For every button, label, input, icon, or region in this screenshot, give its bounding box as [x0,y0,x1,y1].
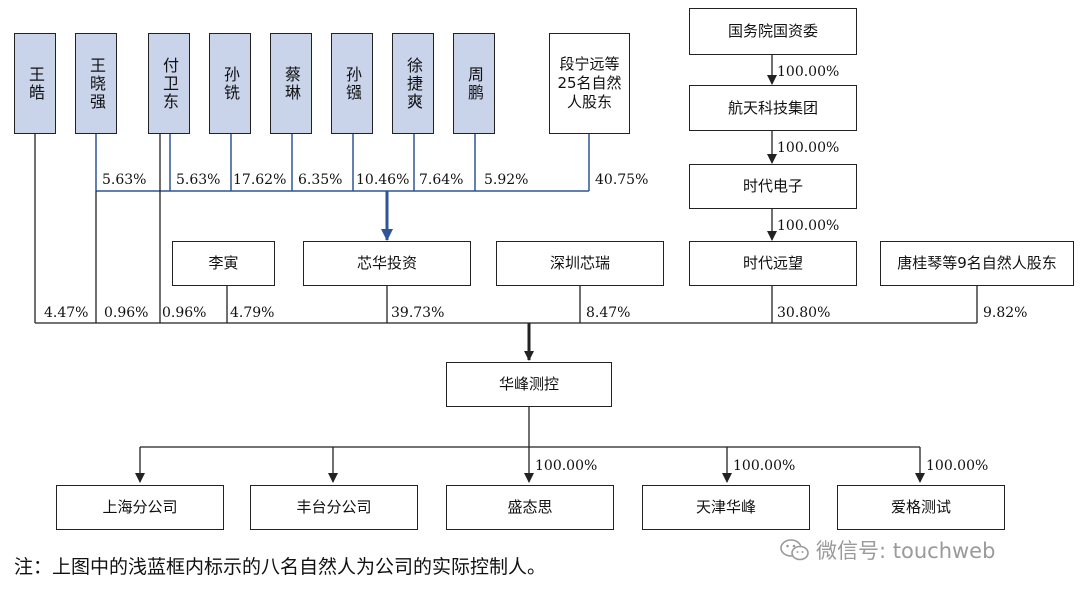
watermark: 微信号: touchweb [780,535,995,565]
person-box-sun-qiang: 孙镪 [331,33,373,134]
xinhua-pct: 5.63% [102,172,147,188]
times-electronics-box: 时代电子 [689,164,857,209]
subsidiary-label: 上海分公司 [102,498,178,517]
person-name: 付卫东 [160,56,179,111]
huafeng-company-label: 华峰测控 [498,375,559,394]
wechat-icon [780,538,810,562]
person-box-wang-hao: 王皓 [14,33,56,134]
subsidiary-aige-box: 爱格测试 [837,485,1005,530]
natural-holders-label: 段宁远等25名自然人股东 [557,55,622,111]
huafeng-pct-li-yin: 4.79% [230,305,275,321]
huafeng-pct-wang-hao: 4.47% [44,305,89,321]
aerospace-group-box: 航天科技集团 [689,85,857,131]
xinhua-shareholding-lines [95,134,590,192]
tang-holders-box: 唐桂琴等9名自然人股东 [880,241,1074,286]
shenzhen-xinrui-label: 深圳芯瑞 [549,254,610,273]
subsidiary-label: 天津华峰 [695,498,756,517]
huafeng-pct-wang-xiaoqiang: 0.96% [104,305,149,321]
person-name: 王皓 [26,65,45,102]
xinhua-pct: 7.64% [419,172,464,188]
person-box-cai-lin: 蔡琳 [270,33,312,134]
subsidiary-tianjin-box: 天津华峰 [642,485,810,530]
natural-holders-box: 段宁远等25名自然人股东 [549,33,630,134]
sasac-box: 国务院国资委 [689,8,857,55]
subsidiary-fengtai-box: 丰台分公司 [250,485,418,530]
xinhua-pct: 10.46% [356,172,410,188]
footnote: 注：上图中的浅蓝框内标示的八名自然人为公司的实际控制人。 [14,556,547,578]
xinhua-pct: 5.92% [484,172,529,188]
xinhua-pct: 17.62% [233,172,287,188]
person-name: 孙铣 [221,65,240,102]
sasac-label: 国务院国资委 [727,22,818,41]
tang-holders-label: 唐桂琴等9名自然人股东 [897,254,1057,273]
subsidiary-shengtaisi-box: 盛态思 [446,485,614,530]
huafeng-pct-fu-weidong: 0.96% [162,305,207,321]
pct-electronics-yuanwang: 100.00% [777,218,840,234]
huafeng-pct-xinhua: 39.73% [391,305,445,321]
subsidiary-shanghai-box: 上海分公司 [56,485,224,530]
subsidiary-pct-aige: 100.00% [926,458,989,474]
huafeng-pct-yuanwang: 30.80% [777,305,831,321]
subsidiary-label: 爱格测试 [890,498,951,517]
subsidiary-label: 丰台分公司 [296,498,372,517]
watermark-text: 微信号: touchweb [816,539,996,563]
person-box-fu-weidong: 付卫东 [148,33,190,134]
person-name: 蔡琳 [282,65,301,102]
pct-sasac-group: 100.00% [777,64,840,80]
person-box-xu-jieshuang: 徐捷爽 [392,33,434,134]
pct-group-electronics: 100.00% [777,140,840,156]
xinhua-pct: 40.75% [595,172,649,188]
person-name: 孙镪 [343,65,362,102]
subsidiary-label: 盛态思 [507,498,553,517]
huafeng-pct-tang: 9.82% [983,305,1028,321]
person-box-zhou-peng: 周鹏 [453,33,495,134]
person-box-wang-xiaoqiang: 王晓强 [75,33,117,134]
person-name: 徐捷爽 [404,56,423,111]
huafeng-company-box: 华峰测控 [446,362,612,407]
li-yin-label: 李寅 [208,254,239,273]
aerospace-group-label: 航天科技集团 [727,98,818,117]
person-name: 王晓强 [87,56,106,111]
times-electronics-label: 时代电子 [742,177,803,196]
person-name: 周鹏 [465,65,484,102]
xinhua-investment-box: 芯华投资 [303,241,471,286]
subsidiary-pct-tianjin: 100.00% [733,458,796,474]
xinhua-pct: 5.63% [176,172,221,188]
shenzhen-xinrui-box: 深圳芯瑞 [496,241,664,286]
person-box-sun-xi: 孙铣 [209,33,251,134]
subsidiary-pct-shengtaisi: 100.00% [535,458,598,474]
times-yuanwang-box: 时代远望 [689,241,857,286]
times-yuanwang-label: 时代远望 [742,254,803,273]
xinhua-investment-label: 芯华投资 [356,254,417,273]
xinhua-pct: 6.35% [298,172,343,188]
huafeng-pct-shenzhen: 8.47% [586,305,631,321]
huafeng-shareholding-lines [34,55,978,483]
li-yin-box: 李寅 [172,241,275,286]
